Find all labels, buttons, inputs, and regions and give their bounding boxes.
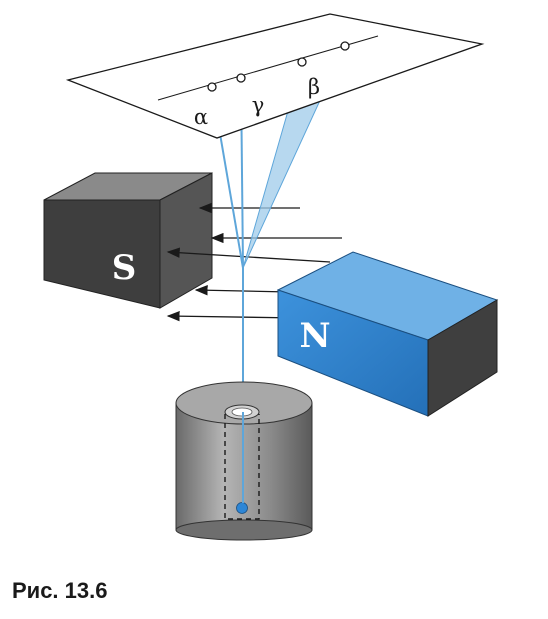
detection-plate: α γ β [65, 13, 485, 139]
south-magnet-front [43, 199, 161, 309]
radioactive-source [236, 502, 248, 514]
container-cavity [224, 414, 260, 520]
lead-container [175, 381, 313, 541]
south-pole-label: S [112, 248, 137, 288]
beta-label: β [308, 75, 320, 99]
beta-spot-1 [297, 57, 307, 67]
north-magnet: N [276, 251, 499, 417]
figure-caption: Рис. 13.6 [12, 578, 108, 603]
alpha-spot [207, 82, 217, 92]
north-magnet-end [427, 299, 498, 417]
gamma-label: γ [252, 93, 265, 117]
alpha-label: α [194, 105, 208, 129]
south-magnet: S [43, 172, 213, 309]
gamma-spot [236, 73, 246, 83]
north-pole-label: N [299, 316, 330, 356]
beta-spot-2 [340, 41, 350, 51]
